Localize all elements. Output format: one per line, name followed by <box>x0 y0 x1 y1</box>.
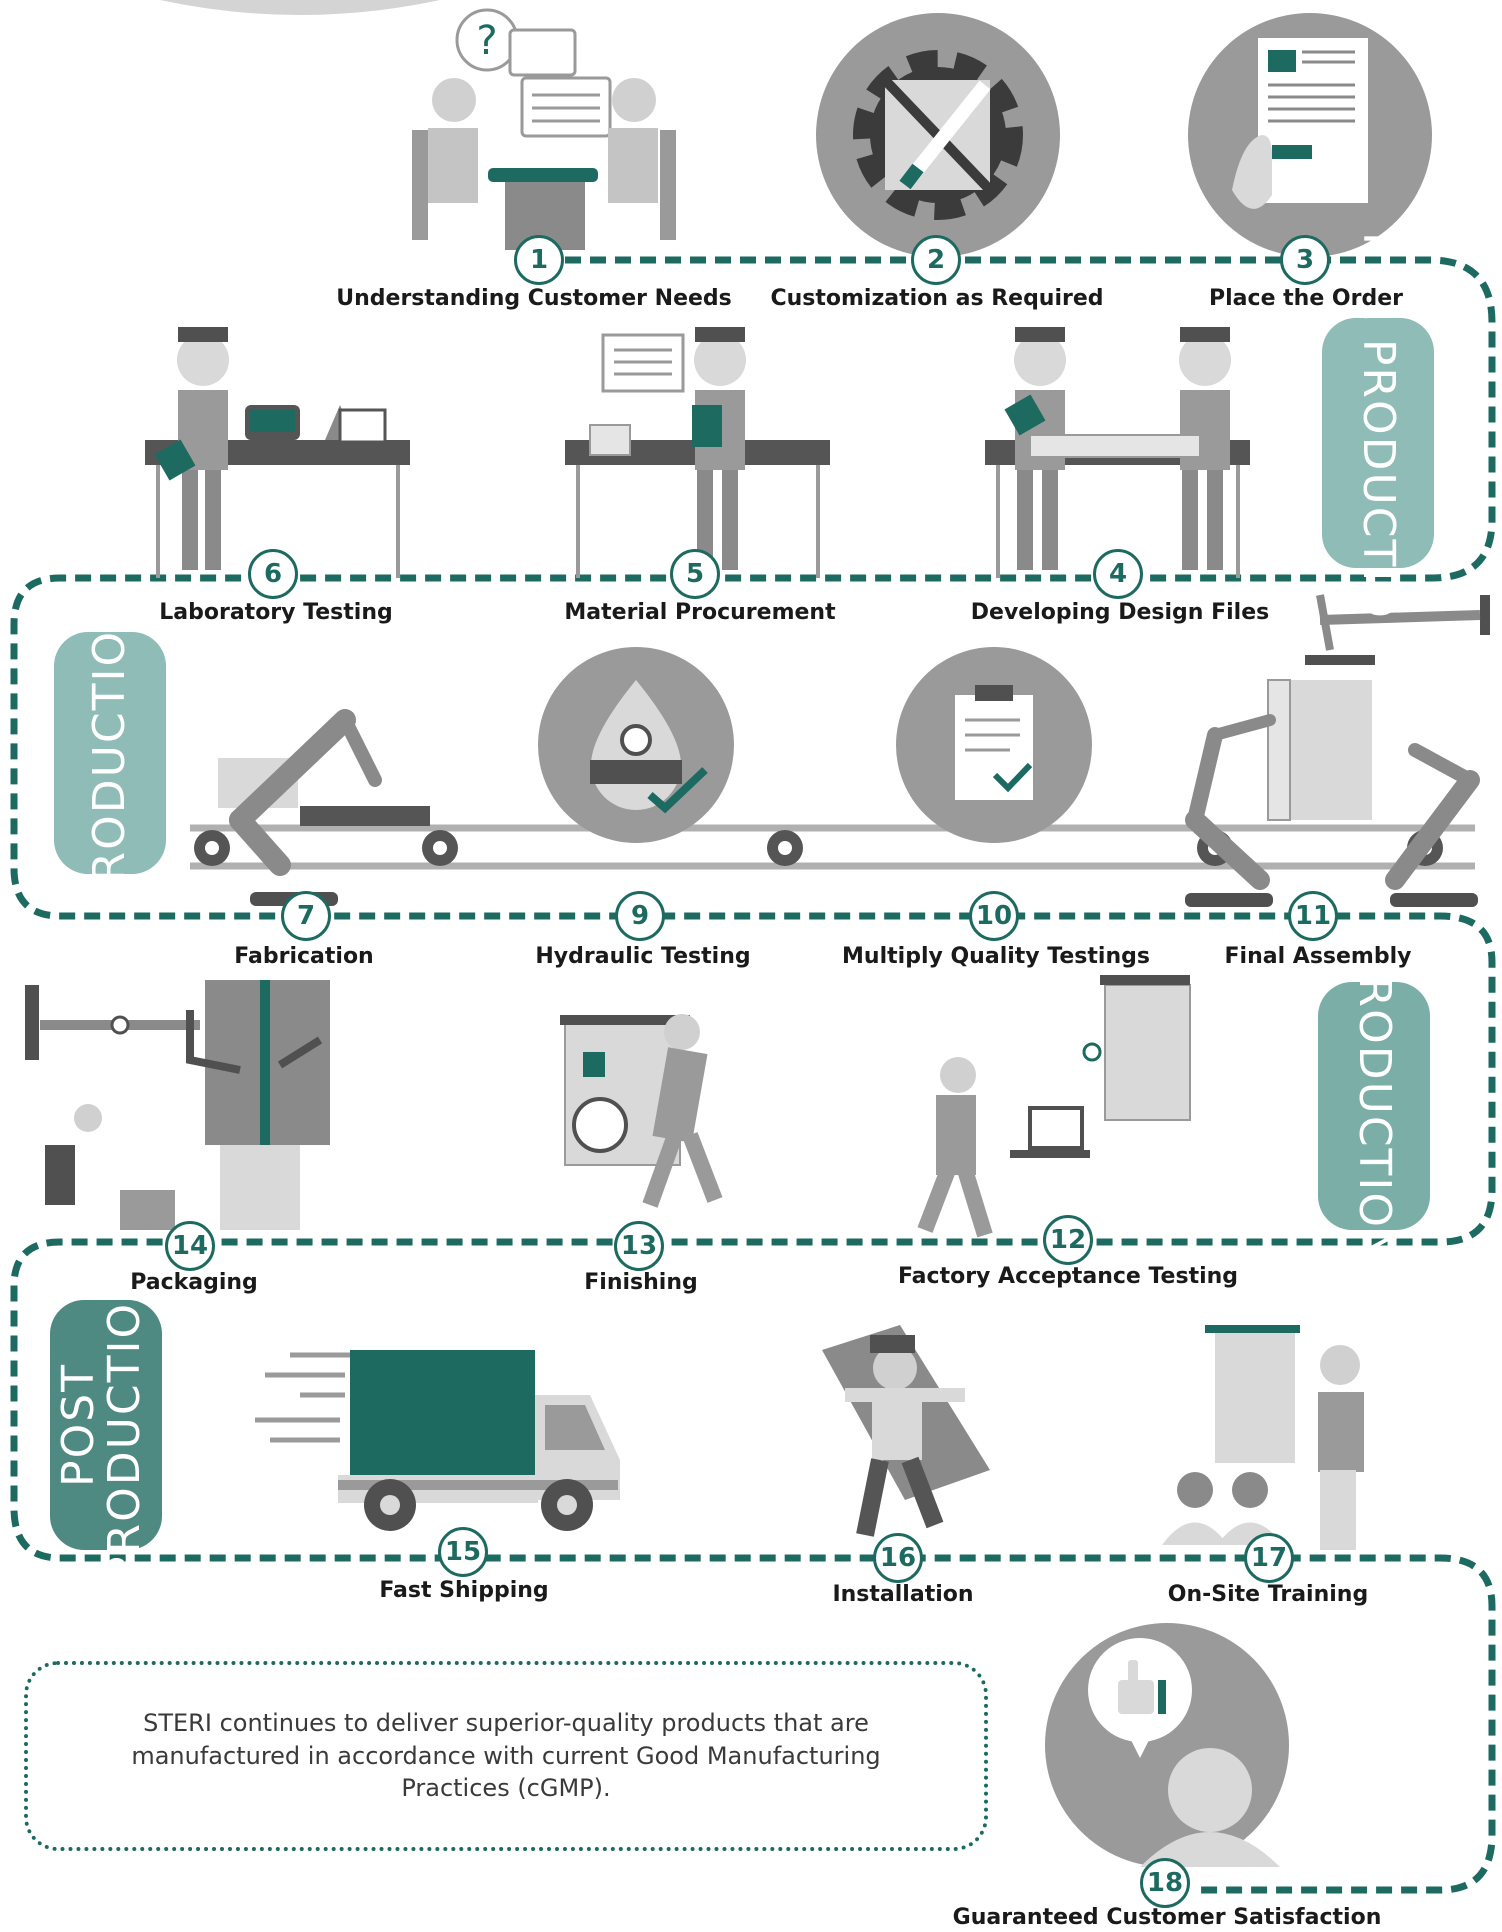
svg-text:?: ? <box>476 18 497 64</box>
step-number-11: 11 <box>1288 891 1338 941</box>
fat-illustration <box>917 975 1191 1238</box>
step-number-4: 4 <box>1093 549 1143 599</box>
step-label-17: On-Site Training <box>1167 1582 1369 1607</box>
phase-production-left: PRODUCTION <box>54 595 166 911</box>
design-files-illustration <box>985 327 1250 578</box>
phase-production-right-label: PRODUCTION <box>1349 948 1401 1264</box>
step-label-1: Understanding Customer Needs <box>336 286 732 311</box>
procurement-illustration <box>565 327 830 578</box>
phase-post-production: POST PRODUCTION <box>50 1267 162 1583</box>
packaging-illustration <box>25 980 330 1230</box>
phase-production-left-label: PRODUCTION <box>83 595 135 911</box>
step-number-14: 14 <box>165 1221 215 1271</box>
process-path <box>10 256 1496 1894</box>
step-number-15: 15 <box>438 1527 488 1577</box>
step-label-13: Finishing <box>584 1270 698 1295</box>
step-label-7: Fabrication <box>234 944 374 969</box>
step-label-5: Material Procurement <box>564 600 836 625</box>
step-number-18: 18 <box>1140 1858 1190 1908</box>
finishing-illustration <box>560 1014 723 1208</box>
step-number-3: 3 <box>1280 235 1330 285</box>
step-number-9: 9 <box>615 891 665 941</box>
cgmp-note: STERI continues to deliver superior-qual… <box>24 1661 988 1851</box>
lab-testing-illustration <box>145 327 410 578</box>
step-number-12: 12 <box>1043 1215 1093 1265</box>
step-number-16: 16 <box>873 1533 923 1583</box>
order-illustration <box>1188 13 1432 257</box>
step-label-16: Installation <box>832 1582 974 1607</box>
truck-illustration <box>255 1350 620 1531</box>
phase-pre-production: PRE PRODUCTION <box>1322 232 1434 654</box>
step-number-17: 17 <box>1244 1533 1294 1583</box>
step-number-7: 7 <box>281 891 331 941</box>
cgmp-note-text: STERI continues to deliver superior-qual… <box>131 1709 881 1803</box>
step-label-18: Guaranteed Customer Satisfaction <box>952 1905 1382 1930</box>
step-label-10: Multiply Quality Testings <box>842 944 1150 969</box>
step-label-3: Place the Order <box>1209 286 1403 311</box>
step-number-5: 5 <box>670 549 720 599</box>
step-number-2: 2 <box>911 235 961 285</box>
phase-production-right: PRODUCTION <box>1318 948 1430 1264</box>
step-label-9: Hydraulic Testing <box>535 944 751 969</box>
step-number-10: 10 <box>969 891 1019 941</box>
step-number-1: 1 <box>514 235 564 285</box>
step-number-13: 13 <box>614 1221 664 1271</box>
step-label-14: Packaging <box>130 1270 258 1295</box>
phase-post-production-label: POST PRODUCTION <box>53 1267 151 1583</box>
step-label-2: Customization as Required <box>770 286 1104 311</box>
installation-illustration <box>822 1325 990 1537</box>
step-label-6: Laboratory Testing <box>159 600 393 625</box>
step-label-11: Final Assembly <box>1224 944 1412 969</box>
meeting-illustration: ? <box>412 8 676 250</box>
satisfaction-illustration <box>1045 1623 1289 1867</box>
phase-pre-production-label: PRE PRODUCTION <box>1353 231 1405 655</box>
step-label-15: Fast Shipping <box>379 1578 549 1603</box>
step-number-6: 6 <box>248 549 298 599</box>
step-label-4: Developing Design Files <box>970 600 1270 625</box>
conveyor-illustration <box>190 594 1490 907</box>
decorative-arc <box>160 0 440 15</box>
training-illustration <box>1162 1325 1364 1550</box>
customization-illustration <box>816 13 1060 257</box>
step-label-12: Factory Acceptance Testing <box>897 1264 1239 1289</box>
